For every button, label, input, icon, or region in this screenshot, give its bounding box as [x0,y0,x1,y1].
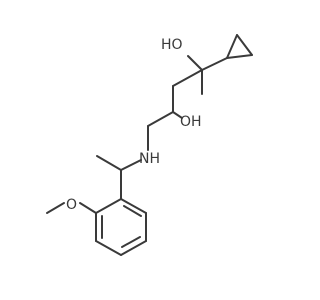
bond-cyclopropyl-2 [236,34,253,56]
bond-c2-oh [172,111,183,119]
bond-ring-double-1 [123,205,142,217]
bond-ring-o [79,202,97,214]
atom-label-layer: HO OH NH O [66,37,202,213]
bond-c4-c3 [172,69,203,87]
bond-ring-4 [95,240,122,256]
structure-diagram: HO OH NH O [46,34,253,256]
atom-label-hydroxyl-top: HO [161,37,183,53]
molecule-drawing: HO OH NH O [46,34,253,256]
bond-layer [46,34,253,256]
atom-label-methoxy-oxygen: O [66,197,77,213]
atom-label-amine: NH [139,151,160,167]
bond-ch-methyl [96,155,122,171]
bond-ring-double-2 [121,236,141,248]
bond-cyclopropyl-3 [226,54,253,59]
bond-ring-1 [120,198,147,214]
bond-ring-6 [95,198,122,214]
bond-c4-cyclopropyl [201,57,228,71]
bond-ring-3 [120,240,147,256]
atom-label-hydroxyl-mid: OH [180,114,202,130]
bond-n-ch [120,159,142,171]
bond-o-methyl [46,202,65,214]
bond-c2-c1 [147,111,174,127]
bond-cyclopropyl-1 [226,34,238,59]
bond-c4-ho [187,55,203,71]
